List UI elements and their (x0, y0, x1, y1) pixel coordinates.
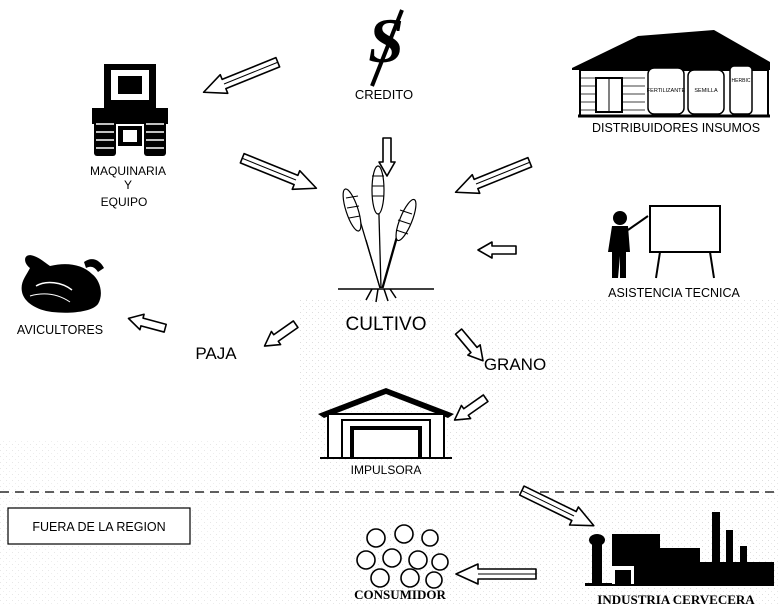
wheat-plant-icon (338, 165, 434, 303)
brewery-factory-icon (585, 512, 774, 586)
tractor-icon (92, 64, 168, 156)
instructor-board-icon (608, 205, 721, 279)
asistencia-label: ASISTENCIA TECNICA (608, 286, 740, 300)
dollar-sign-icon: S (368, 5, 404, 87)
arrow-paja-to-avicultores (125, 309, 169, 337)
store-building-icon: FERTILIZANTE SEMILLA HERBIC (572, 30, 770, 118)
sack-herbicida: HERBIC (732, 78, 751, 84)
sack-fertilizante: FERTILIZANTE (647, 88, 686, 94)
industria-label: INDUSTRIA CERVECERA (597, 592, 755, 606)
arrow-distribuidores-to-cultivo (451, 152, 535, 203)
credito-label: CREDITO (355, 87, 413, 102)
warehouse-icon (318, 388, 454, 459)
fuera-region-label: FUERA DE LA REGION (32, 520, 165, 534)
sack-semilla: SEMILLA (694, 88, 718, 94)
avicultores-label: AVICULTORES (17, 323, 103, 337)
fuera-region-box (7, 507, 191, 545)
impulsora-label: IMPULSORA (351, 463, 422, 477)
cultivo-label: CULTIVO (346, 314, 427, 335)
distribuidores-label: DISTRIBUIDORES INSUMOS (592, 121, 760, 135)
maquinaria-y-label: Y (124, 178, 132, 192)
consumidor-label: CONSUMIDOR (354, 587, 446, 602)
arrow-cultivo-to-paja (259, 316, 302, 354)
hen-icon (21, 255, 104, 313)
arrow-maquinaria-to-cultivo (237, 148, 321, 199)
maquinaria-label: MAQUINARIA (90, 164, 166, 178)
paja-label: PAJA (195, 344, 237, 363)
equipo-label: EQUIPO (101, 195, 148, 209)
arrow-credito-to-maquinaria (199, 52, 283, 103)
arrow-asistencia-to-cultivo (477, 241, 517, 259)
grano-label: GRANO (484, 355, 546, 374)
consumers-crowd-icon (356, 524, 449, 589)
